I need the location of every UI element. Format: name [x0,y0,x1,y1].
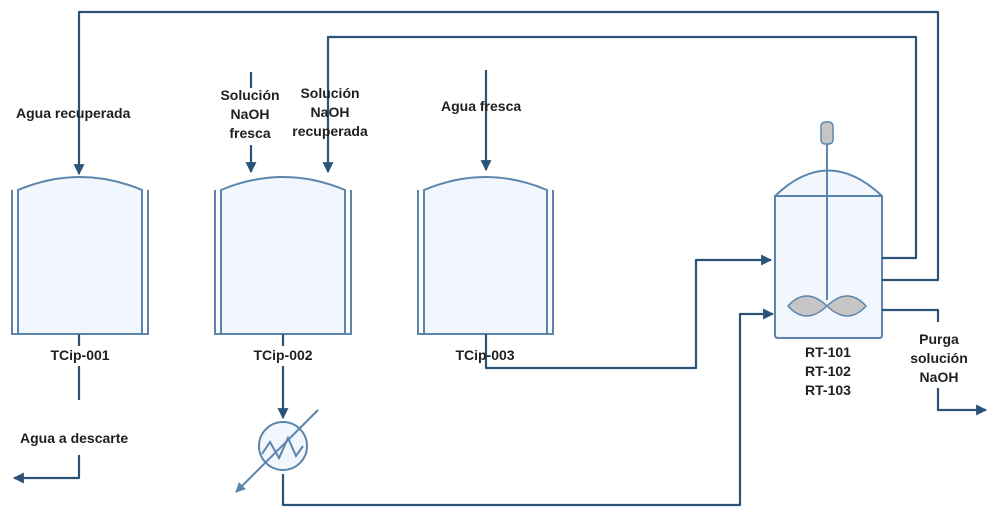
label-line: solución [910,350,968,366]
label-purga-solucion-naoh: Purga solución NaOH [903,330,975,387]
label-line: Solución [300,85,360,101]
label-solucion-naoh-fresca: Solución NaOH fresca [215,86,285,143]
label-agua-fresca: Agua fresca [441,98,522,114]
pipe-agua-descarte [14,366,81,478]
reactor-vessel [774,169,883,339]
label-line: recuperada [292,123,368,139]
heat-exchanger-icon [235,409,319,493]
label-reactor-ids: RT-101 RT-102 RT-103 [792,343,864,400]
label-line: Purga [919,331,959,347]
label-tcip-002: TCip-002 [241,346,325,365]
pipe-naoh-recuperada [322,35,918,260]
agitator [786,121,868,317]
label-line: RT-101 [805,344,851,360]
label-line: RT-103 [805,382,851,398]
label-solucion-naoh-recuperada: Solución NaOH recuperada [284,84,376,141]
pipe-tcip003-reactor [484,254,773,370]
pipe-exchanger-reactor [281,308,775,507]
pipe-purga [882,308,986,410]
label-line: NaOH [919,369,959,385]
pipe-agua-recuperada [73,10,940,282]
label-agua-recuperada: Agua recuperada [16,105,131,121]
tank-tcip-001 [11,176,149,335]
label-line: fresca [229,125,271,141]
label-tcip-003: TCip-003 [455,347,515,363]
label-line: Solución [220,87,280,103]
label-agua-descarte: Agua a descarte [18,429,131,448]
label-line: RT-102 [805,363,851,379]
label-tcip-001: TCip-001 [38,346,122,365]
label-line: NaOH [310,104,350,120]
tank-tcip-003 [417,176,554,335]
label-line: NaOH [230,106,270,122]
impeller [786,295,868,317]
tank-tcip-002 [214,176,352,335]
